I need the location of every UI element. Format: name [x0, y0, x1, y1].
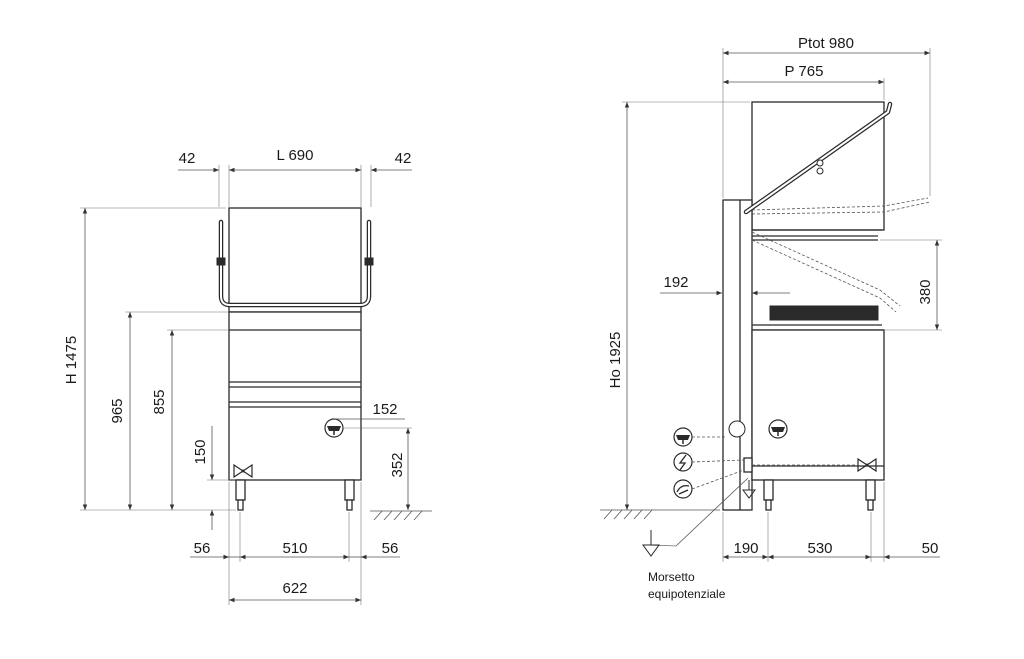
- front-feet: [235, 479, 355, 511]
- right-offset-label: 42: [395, 150, 412, 167]
- water-inlet-icon: [673, 479, 693, 499]
- width-label: L 690: [277, 147, 314, 164]
- rear-offset-label: 190: [733, 540, 758, 557]
- inset-label: 192: [663, 274, 688, 291]
- rack: [769, 305, 879, 321]
- front-offset-label: 50: [922, 540, 939, 557]
- foot-span-label: 510: [282, 540, 307, 557]
- ground-symbol-icon: [642, 530, 677, 557]
- side-feet: [763, 479, 876, 511]
- drain-height-label: 352: [389, 452, 406, 477]
- depth-label: P 765: [785, 63, 824, 80]
- height-label: H 1475: [63, 336, 80, 384]
- side-body: [751, 329, 885, 481]
- height-150-label: 150: [192, 439, 209, 464]
- side-view: Morsetto equipotenziale Ptot 980 P 765 H…: [600, 35, 942, 601]
- front-view: L 690 42 42 H 1475 965 855 150 152 352: [63, 147, 432, 605]
- terminal-label-line1: Morsetto: [648, 570, 695, 584]
- valve-icon: [233, 463, 253, 479]
- side-floor: [600, 509, 720, 520]
- open-height-label: Ho 1925: [607, 332, 624, 389]
- drain-icon: [673, 427, 693, 447]
- drain-icon: [768, 419, 788, 439]
- left-offset-label: 42: [179, 150, 196, 167]
- terminal-label-line2: equipotenziale: [648, 587, 726, 601]
- side-hood-raised: [751, 101, 885, 231]
- base-width-label: 622: [282, 580, 307, 597]
- ground-symbol-icon: [742, 480, 756, 499]
- side-foot-span-label: 530: [807, 540, 832, 557]
- height-965-label: 965: [109, 398, 126, 423]
- rack-height-label: 380: [917, 279, 934, 304]
- front-hood: [228, 207, 362, 313]
- foot-left-label: 56: [194, 540, 211, 557]
- foot-right-label: 56: [382, 540, 399, 557]
- drain-icon: [324, 418, 344, 438]
- height-855-label: 855: [151, 389, 168, 414]
- inlet-port-icon: [728, 420, 746, 438]
- electrical-icon: [673, 452, 693, 472]
- total-depth-label: Ptot 980: [798, 35, 854, 52]
- front-body: [228, 311, 362, 481]
- drain-offset-label: 152: [372, 401, 397, 418]
- front-floor: [370, 510, 432, 521]
- valve-icon: [857, 457, 877, 473]
